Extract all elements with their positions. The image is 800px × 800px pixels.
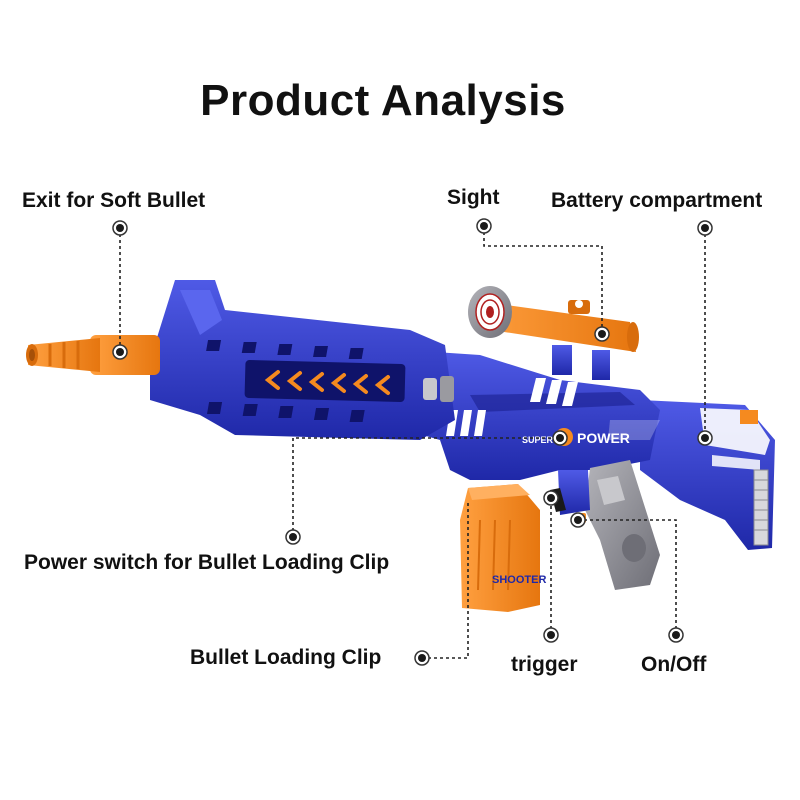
label-trigger: trigger: [511, 653, 578, 676]
pistol-grip: [585, 460, 660, 590]
dot-clip: [414, 650, 430, 666]
dot-onoff: [668, 627, 684, 643]
dot-power-switch: [285, 529, 301, 545]
leader-power-switch: [292, 437, 560, 537]
dot-trigger: [543, 627, 559, 643]
label-exit-for-soft-bullet: Exit for Soft Bullet: [22, 189, 206, 212]
power-marking: POWER: [577, 430, 630, 446]
dot-onoff-target: [570, 512, 586, 528]
label-power-switch: Power switch for Bullet Loading Clip: [24, 551, 390, 574]
dot-trigger-target: [543, 490, 559, 506]
leader-lines: [119, 226, 706, 659]
leader-sight: [483, 226, 603, 334]
stock: [640, 400, 775, 550]
label-on-off: On/Off: [641, 653, 707, 676]
clip-marking: SHOOTER: [492, 574, 546, 586]
handguard: [150, 280, 455, 440]
scope: [468, 286, 639, 380]
super-marking: SUPER: [522, 435, 554, 445]
dot-exit-target: [112, 344, 128, 360]
muzzle: [26, 335, 160, 375]
label-battery-compartment: Battery compartment: [551, 189, 763, 212]
page-title: Product Analysis: [200, 76, 566, 125]
dot-exit: [112, 220, 128, 236]
label-bullet-loading-clip: Bullet Loading Clip: [190, 646, 382, 669]
dot-battery-target: [697, 430, 713, 446]
label-sight: Sight: [447, 186, 500, 209]
callout-dots: [112, 218, 713, 666]
dot-battery: [697, 220, 713, 236]
dot-power-switch-target: [552, 430, 568, 446]
leader-clip: [422, 500, 469, 659]
dot-sight-target: [594, 326, 610, 342]
dot-sight: [476, 218, 492, 234]
leader-onoff: [578, 519, 677, 635]
magazine: SHOOTER: [460, 484, 546, 612]
